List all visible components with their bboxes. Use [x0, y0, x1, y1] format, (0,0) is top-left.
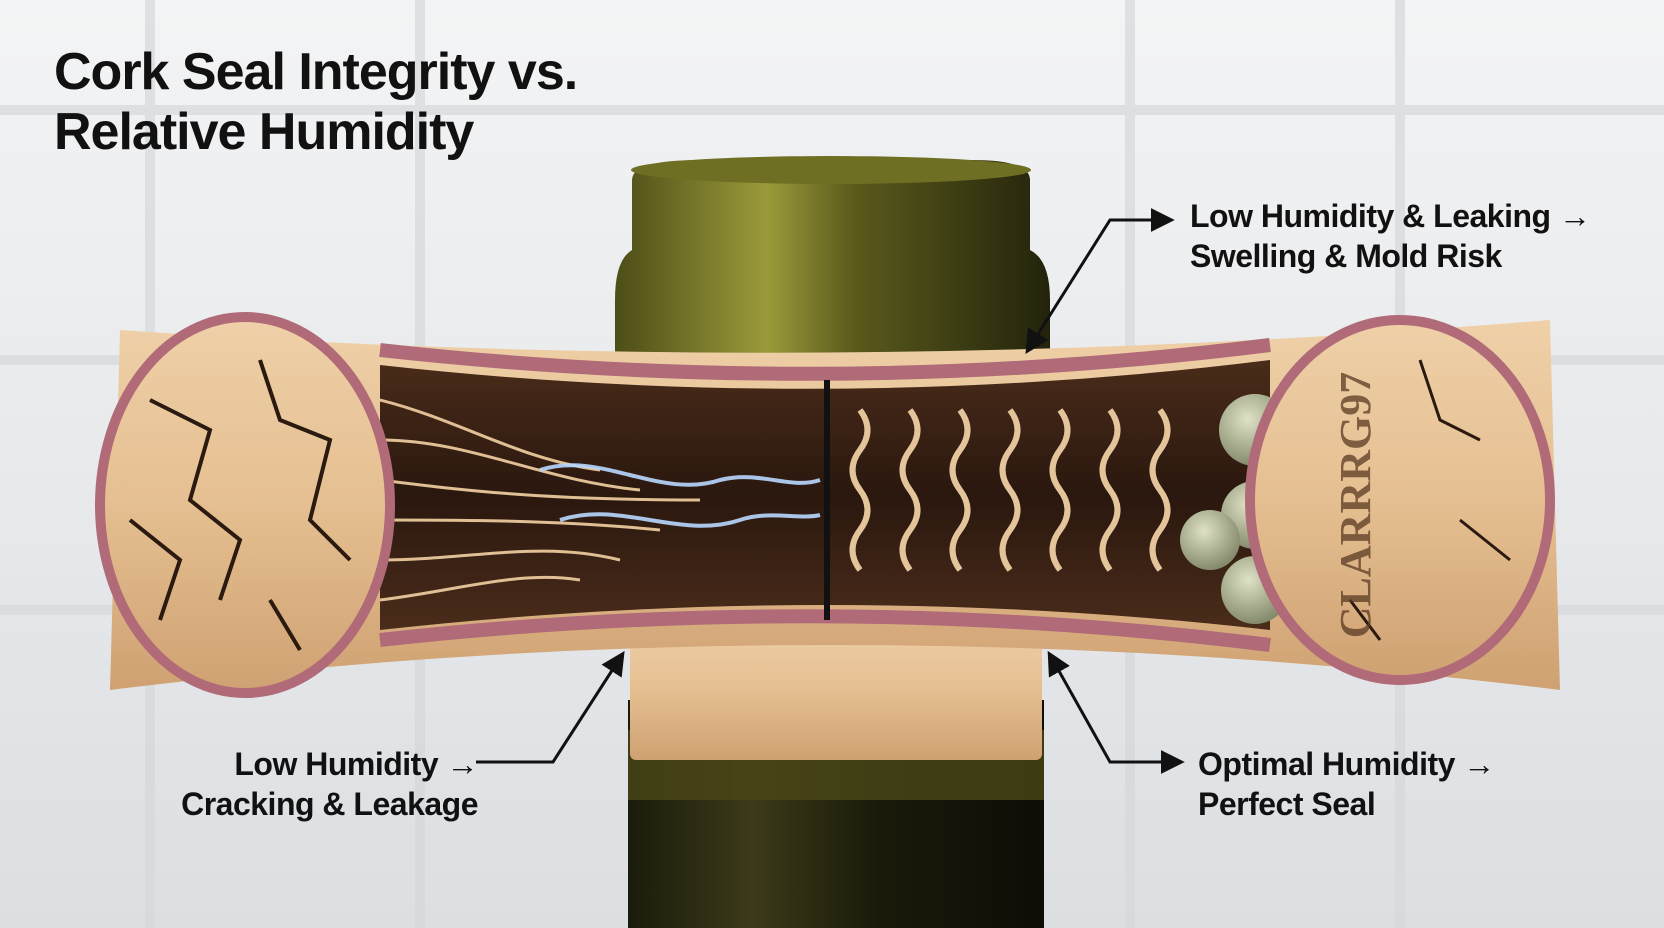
bottle-rim: [615, 160, 1050, 370]
leak-streams: [539, 463, 821, 528]
callout-low-humidity-cracking: Low Humidity → Cracking & Leakage: [142, 744, 478, 824]
title-line-2: Relative Humidity: [54, 103, 474, 161]
cork-stripe-top: [379, 338, 1271, 381]
arrow-low-mold: [1025, 208, 1175, 355]
callout-optimal-line-2: Perfect Seal: [1198, 786, 1376, 822]
callout-low-cracking-line-1: Low Humidity →: [234, 746, 478, 782]
diagram-title: Cork Seal Integrity vs. Relative Humidit…: [54, 42, 694, 162]
title-line-1: Cork Seal Integrity vs.: [54, 43, 578, 101]
callout-low-mold-line-1: Low Humidity & Leaking →: [1190, 198, 1591, 234]
cork-end-right: CLARRRG97: [1245, 315, 1555, 685]
callout-low-humidity-mold: Low Humidity & Leaking → Swelling & Mold…: [1190, 196, 1630, 276]
callout-arrows: [476, 208, 1185, 774]
cork-plug-lower: [630, 620, 1042, 760]
swollen-fibers: [849, 408, 1171, 572]
callout-low-mold-line-2: Swelling & Mold Risk: [1190, 238, 1502, 274]
arrow-low-cracking: [476, 650, 625, 764]
callout-optimal-line-1: Optimal Humidity →: [1198, 746, 1495, 782]
callout-optimal-humidity: Optimal Humidity → Perfect Seal: [1198, 744, 1578, 824]
callout-low-cracking-line-2: Cracking & Leakage: [181, 786, 478, 822]
cork-stamp: CLARRRG97: [1331, 372, 1380, 638]
arrow-optimal: [1047, 650, 1185, 774]
cork-end-left: [95, 312, 395, 698]
bottle-rim-top: [631, 156, 1031, 184]
